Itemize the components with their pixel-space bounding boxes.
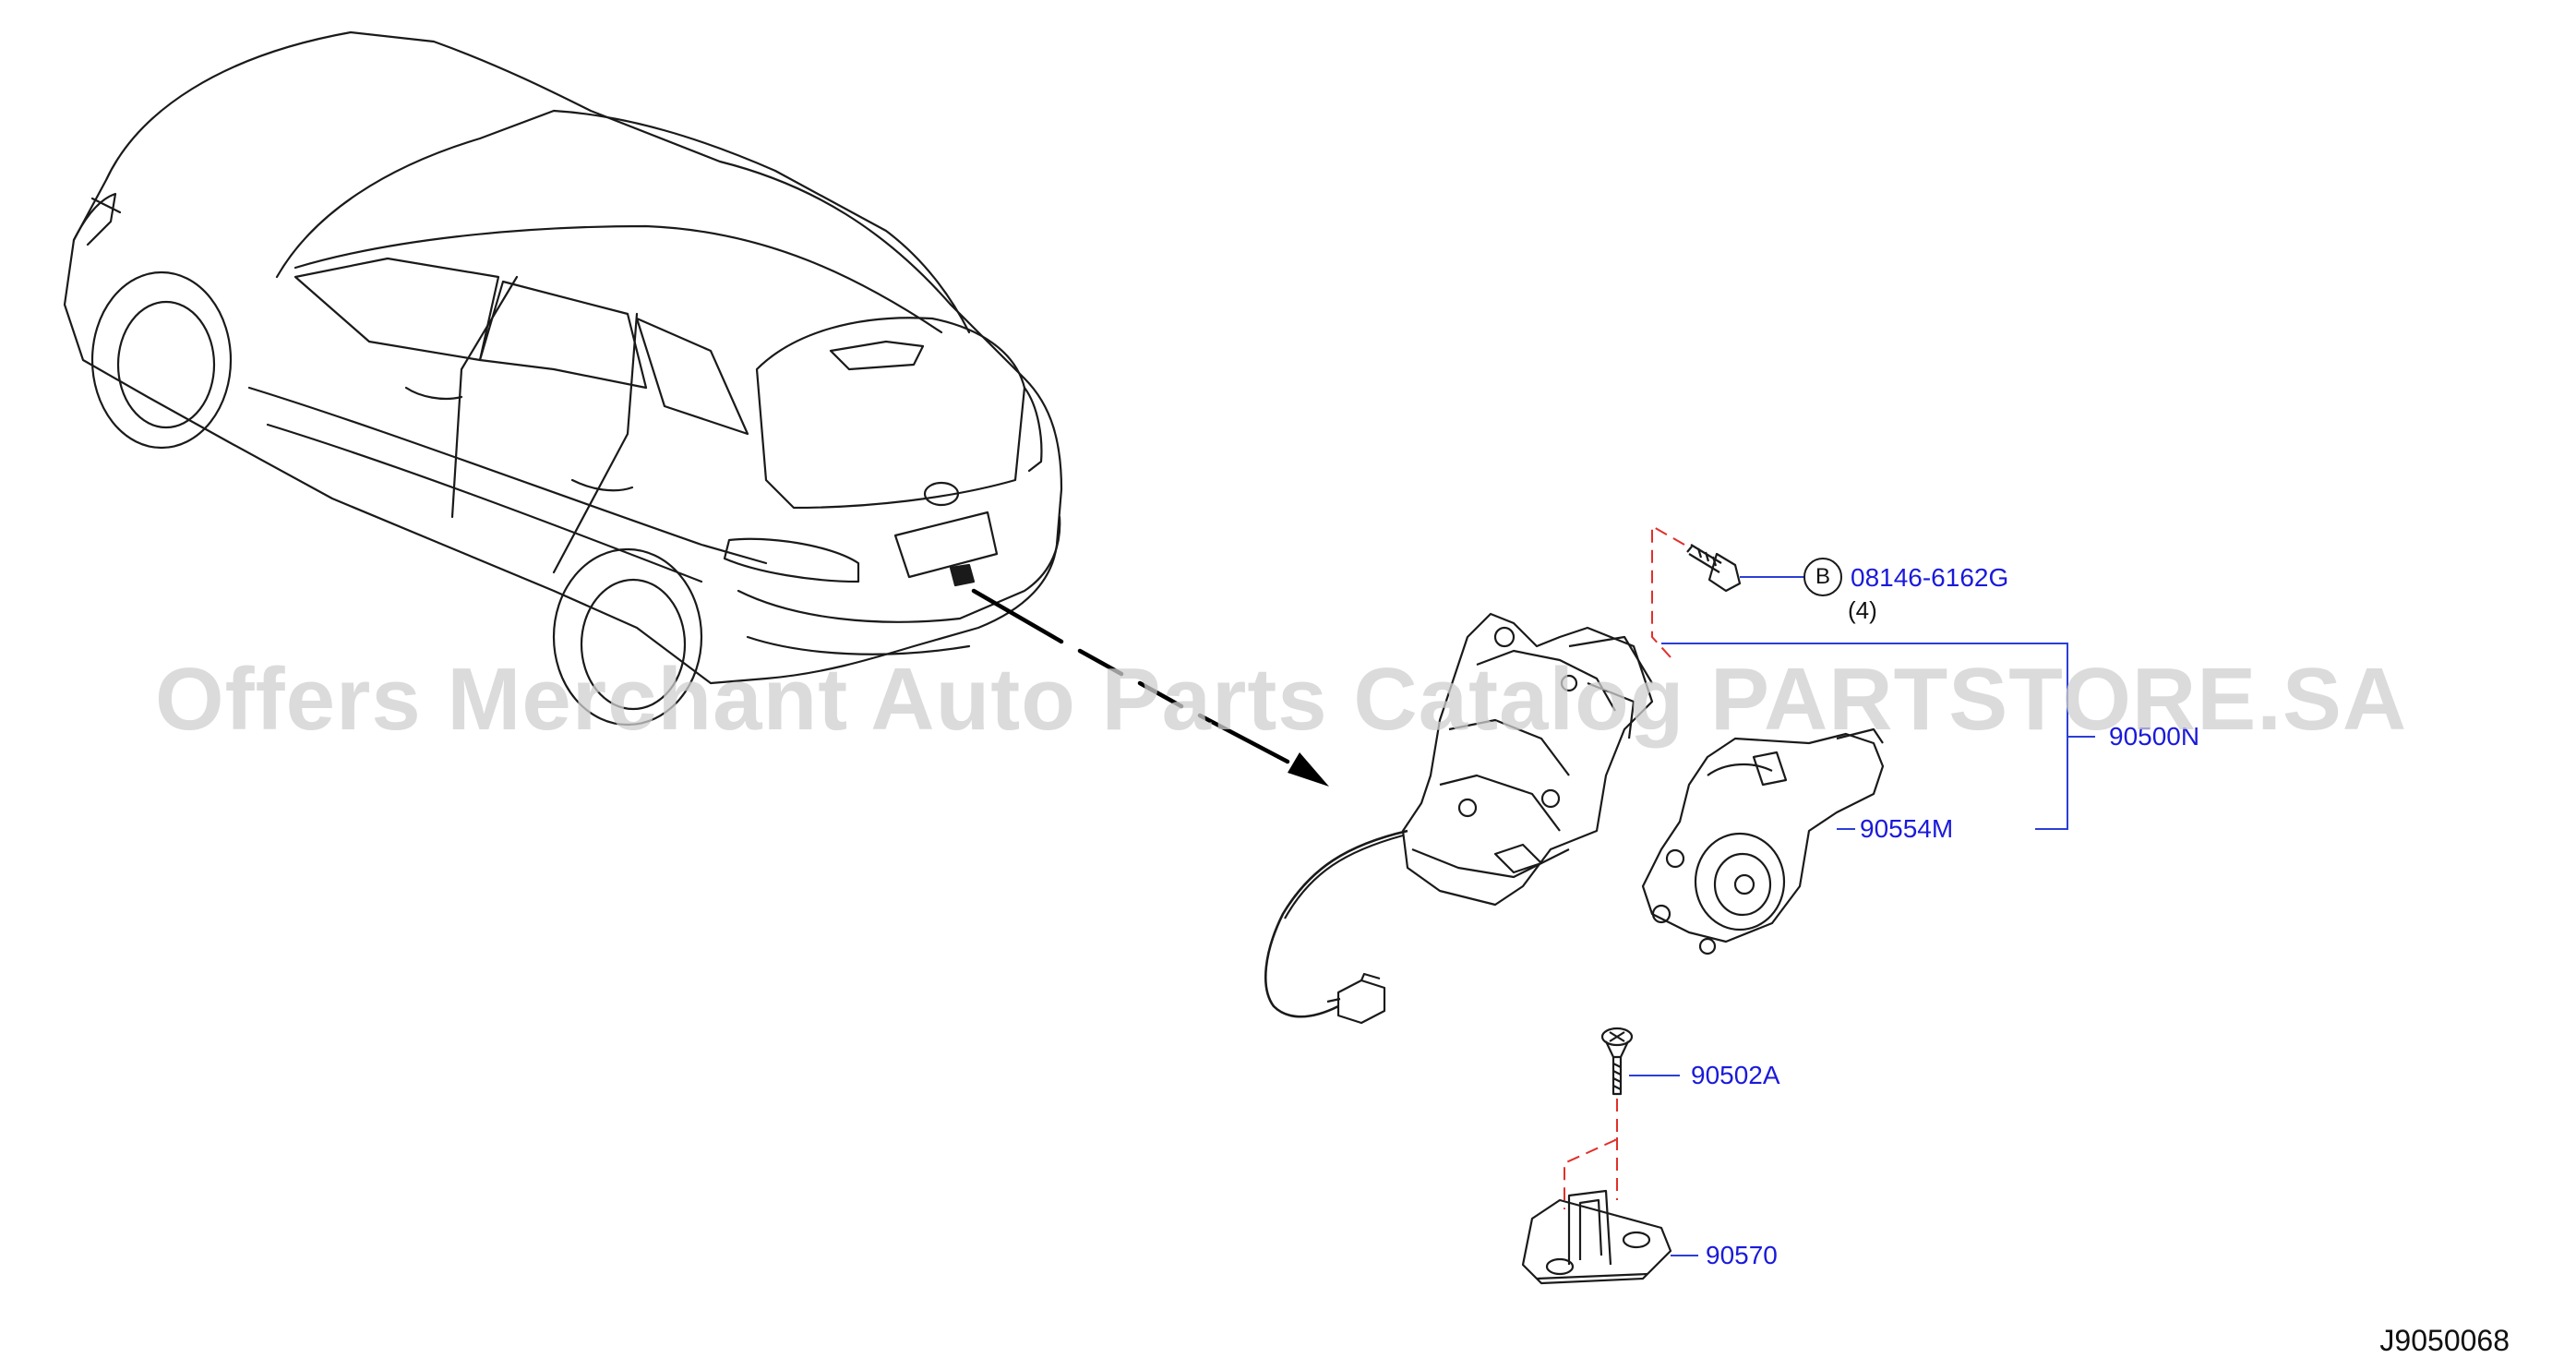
actuator-motor-icon	[1641, 727, 1885, 955]
screw-part-number[interactable]: 90502A	[1691, 1061, 1780, 1089]
bolt-part-number[interactable]: 08146-6162G	[1851, 563, 2009, 592]
alignment-dash-lines	[1564, 524, 1685, 1209]
wire-connector-icon	[1326, 972, 1386, 1025]
arrow-pointer-icon	[971, 588, 1329, 787]
bolt-quantity: (4)	[1848, 596, 1877, 624]
hex-bolt-icon	[1686, 544, 1742, 593]
diagram-code: J9050068	[2379, 1324, 2510, 1357]
vehicle-rear-view-icon	[63, 30, 1063, 727]
ref-circle-icon	[1803, 558, 1842, 596]
striker-plate-icon	[1521, 1189, 1672, 1285]
flat-screw-icon	[1600, 1027, 1634, 1096]
bolt-ref-letter: B	[1815, 564, 1831, 589]
actuator-part-number[interactable]: 90554M	[1860, 814, 1954, 843]
watermark-text: Offers Merchant Auto Parts Catalog PARTS…	[155, 650, 2408, 749]
leader-lines	[1629, 576, 2095, 1256]
striker-part-number[interactable]: 90570	[1706, 1241, 1778, 1269]
latch-assembly-icon	[1264, 612, 1654, 1018]
assembly-part-number[interactable]: 90500N	[2109, 722, 2200, 751]
